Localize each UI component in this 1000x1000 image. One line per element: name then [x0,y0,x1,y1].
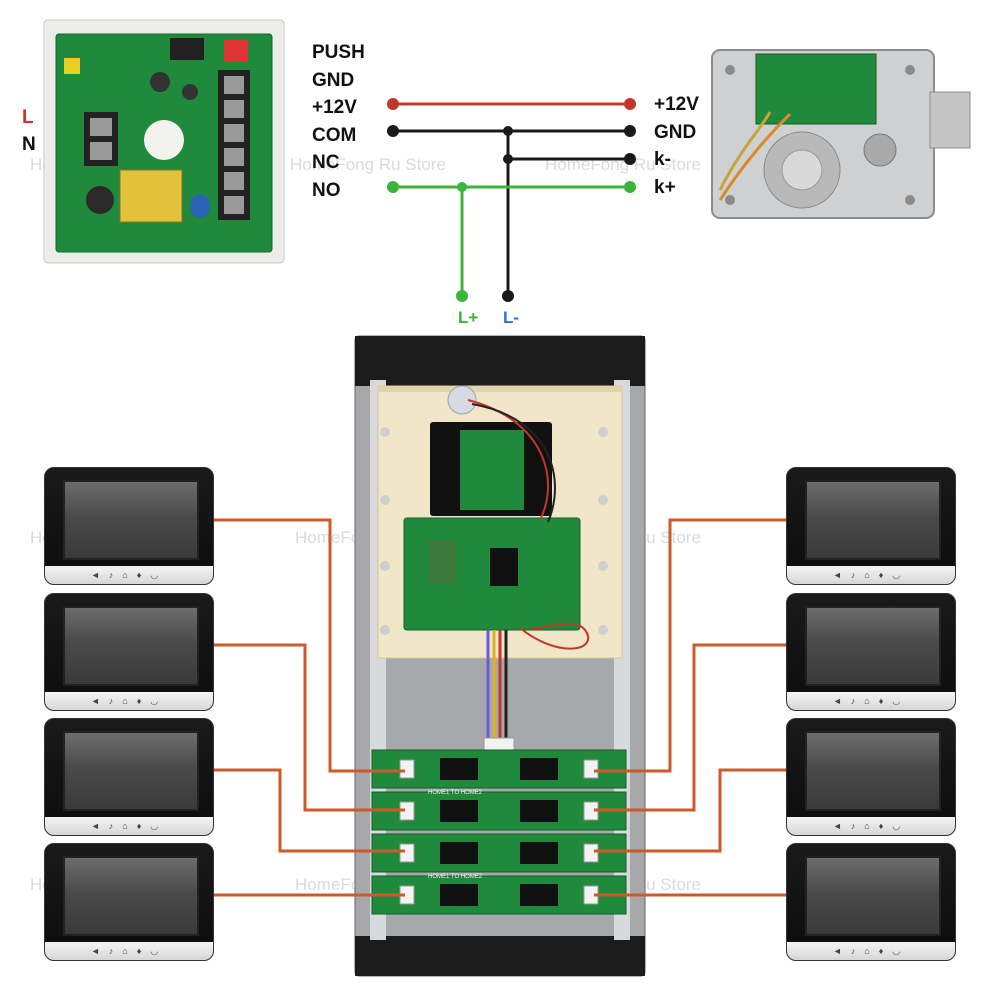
monitor-base [45,566,213,584]
monitor-base [45,692,213,710]
indoor-monitor-right-3: ◄♪⌂♦◡ [786,718,956,836]
monitor-buttons: ◄♪⌂♦◡ [832,570,910,580]
lock-label-gnd: GND [654,122,697,143]
lock-label-k-minus: k- [654,149,671,170]
lock-terminal-minus: L- [503,308,520,327]
monitor-screen [63,856,199,936]
left-monitor-wires [213,518,405,897]
indoor-monitor-right-1: ◄♪⌂♦◡ [786,467,956,585]
monitor-base [45,942,213,960]
monitor-base [787,817,955,835]
terminal-label-push: PUSH [312,42,365,63]
indoor-monitor-left-4: ◄♪⌂♦◡ [44,843,214,961]
expansion-board-label: HOME1 TO HOME2 [428,790,483,796]
terminal-label-com: COM [312,125,357,146]
indoor-monitor-left-3: ◄♪⌂♦◡ [44,718,214,836]
monitor-screen [63,606,199,686]
watermark: HomeFong Ru Store [290,155,446,174]
monitor-base [787,942,955,960]
terminal-label-12v: +12V [312,97,357,118]
mains-label-n: N [22,134,36,155]
right-monitor-wires [594,518,787,897]
monitor-buttons: ◄♪⌂♦◡ [832,696,910,706]
terminal-label-nc: NC [312,152,340,173]
monitor-base [787,566,955,584]
expansion-boards [371,749,627,915]
expansion-board-label: HOME1 TO HOME2 [428,874,483,880]
monitor-buttons: ◄♪⌂♦◡ [90,946,168,956]
electric-lock [711,49,971,219]
power-supply-unit [43,19,285,264]
monitor-buttons: ◄♪⌂♦◡ [90,696,168,706]
monitor-base [787,692,955,710]
indoor-monitor-right-2: ◄♪⌂♦◡ [786,593,956,711]
lock-terminal-plus: L+ [458,308,479,327]
indoor-monitor-left-2: ◄♪⌂♦◡ [44,593,214,711]
lock-label-k-plus: k+ [654,177,676,198]
monitor-base [45,817,213,835]
lock-label-12v: +12V [654,94,699,115]
monitor-buttons: ◄♪⌂♦◡ [90,821,168,831]
indoor-monitor-right-4: ◄♪⌂♦◡ [786,843,956,961]
monitor-screen [805,731,941,811]
indoor-monitor-left-1: ◄♪⌂♦◡ [44,467,214,585]
monitor-buttons: ◄♪⌂♦◡ [832,821,910,831]
outdoor-panel [354,335,646,977]
terminal-label-gnd: GND [312,70,355,91]
monitor-screen [805,480,941,560]
terminal-label-no: NO [312,180,341,201]
monitor-buttons: ◄♪⌂♦◡ [832,946,910,956]
monitor-buttons: ◄♪⌂♦◡ [90,570,168,580]
mains-label-l: L [22,107,34,128]
supply-lock-wires [387,98,636,302]
monitor-screen [805,606,941,686]
monitor-screen [805,856,941,936]
monitor-screen [63,480,199,560]
monitor-screen [63,731,199,811]
